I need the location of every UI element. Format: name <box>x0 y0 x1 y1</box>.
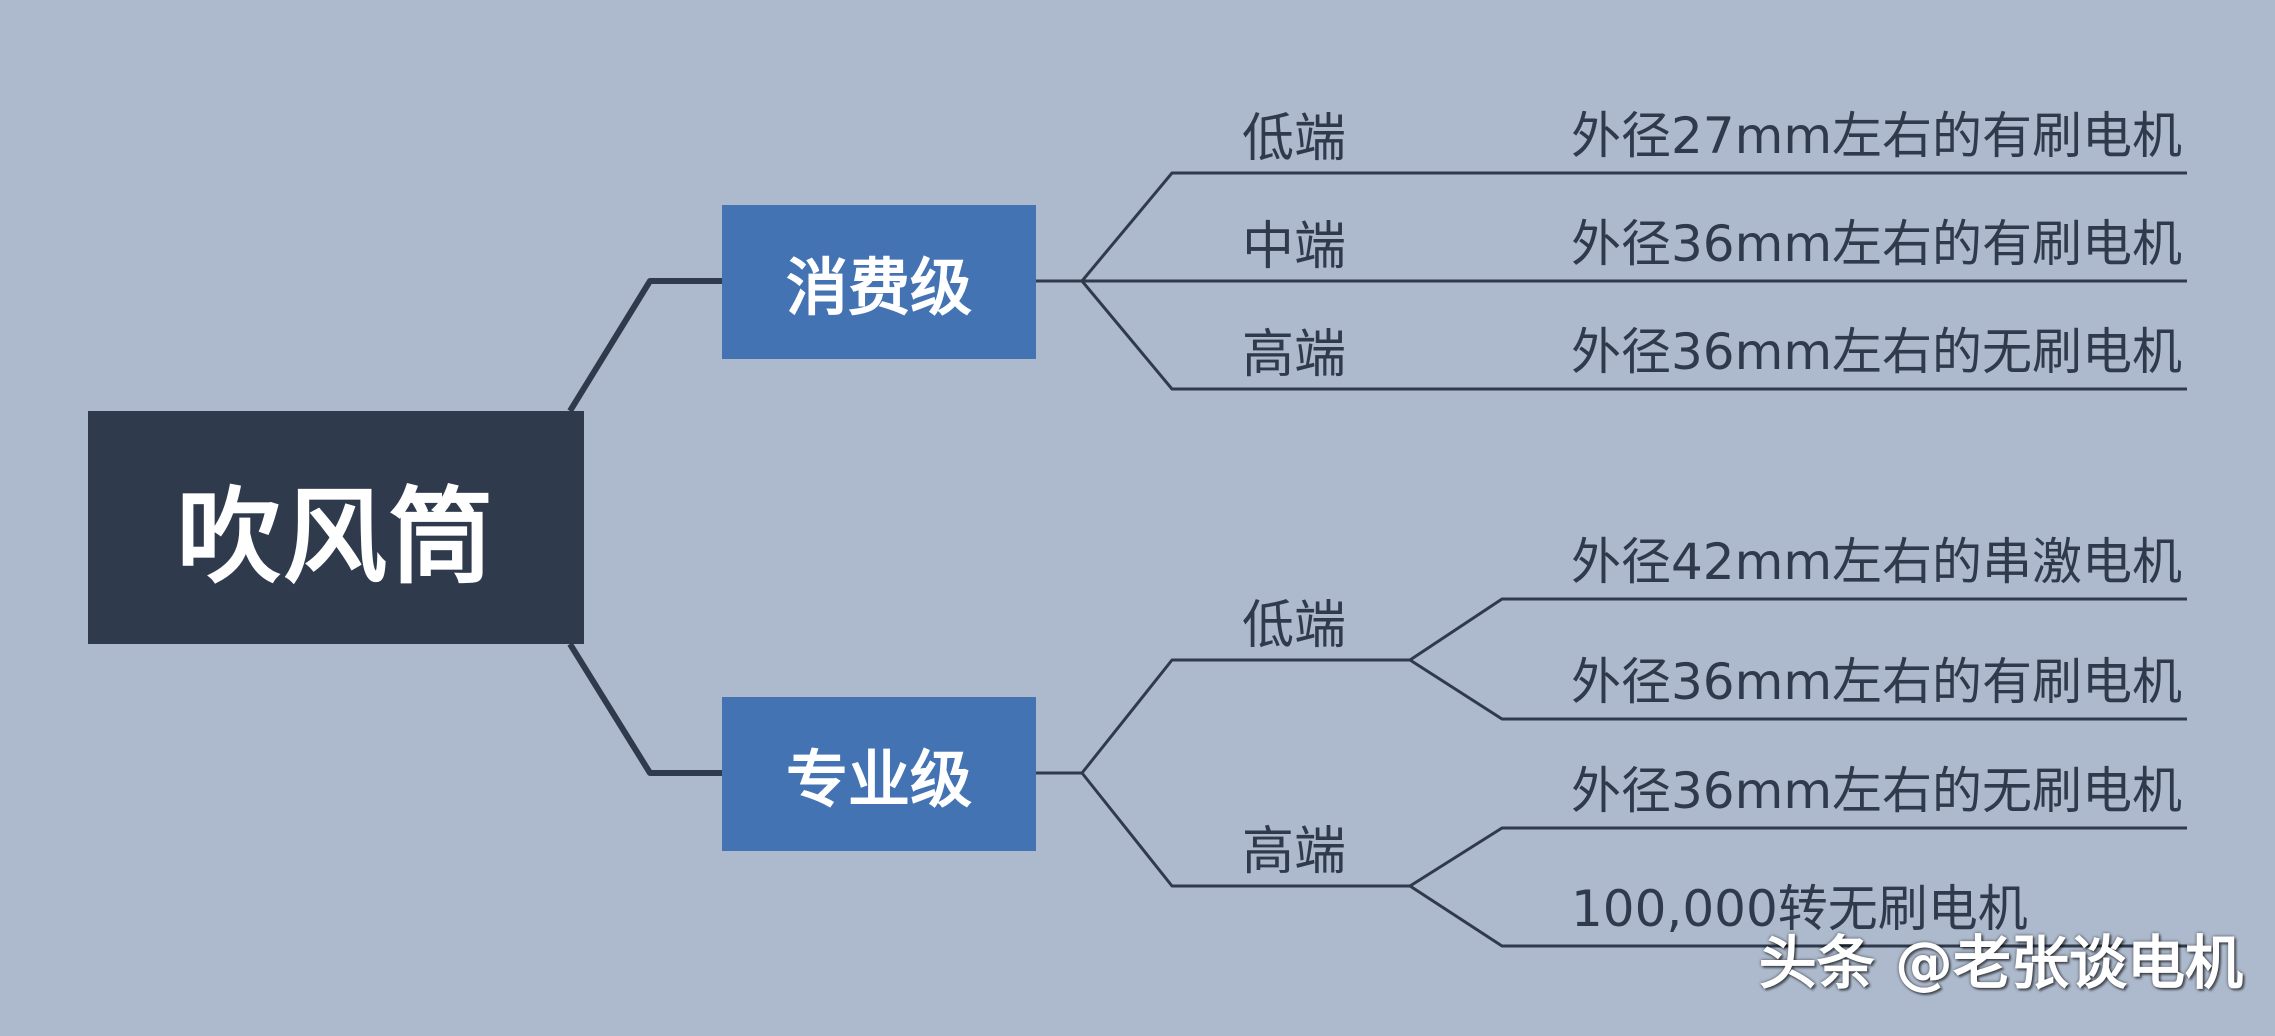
connector-root-professional <box>567 642 722 776</box>
leaf-consumer-mid: 外径36mm左右的有刷电机 <box>1571 215 2183 273</box>
connector-pro-low-leaf-1 <box>1409 597 2187 662</box>
tier-label-consumer-low: 低端 <box>1242 109 1347 169</box>
leaf-consumer-high: 外径36mm左右的无刷电机 <box>1571 323 2183 381</box>
connector-root-consumer <box>567 278 722 413</box>
leaf-pro-high-2: 100,000转无刷电机 <box>1571 880 2028 938</box>
root-node: 吹风筒 <box>88 411 584 644</box>
leaf-consumer-low: 外径27mm左右的有刷电机 <box>1571 107 2183 165</box>
tier-label-consumer-high: 高端 <box>1242 325 1347 385</box>
tier-label-pro-low: 低端 <box>1242 596 1347 656</box>
leaf-pro-low-2: 外径36mm左右的有刷电机 <box>1571 653 2183 711</box>
leaf-pro-high-1: 外径36mm左右的无刷电机 <box>1571 762 2183 820</box>
connector-pro-low <box>1036 658 1410 775</box>
connector-pro-high-leaf-2 <box>1409 884 2187 948</box>
branch-node-consumer: 消费级 <box>722 205 1036 359</box>
connector-pro-low-leaf-2 <box>1409 658 2187 721</box>
tier-label-pro-high: 高端 <box>1242 822 1347 882</box>
tier-label-consumer-mid: 中端 <box>1242 217 1347 277</box>
connector-pro-high-leaf-1 <box>1409 826 2187 888</box>
connector-pro-high <box>1036 771 1410 888</box>
branch-node-professional: 专业级 <box>722 697 1036 851</box>
connector-consumer-high <box>1036 279 2187 391</box>
leaf-pro-low-1: 外径42mm左右的串激电机 <box>1571 533 2183 591</box>
watermark: 头条 @老张谈电机 <box>1758 929 2243 997</box>
